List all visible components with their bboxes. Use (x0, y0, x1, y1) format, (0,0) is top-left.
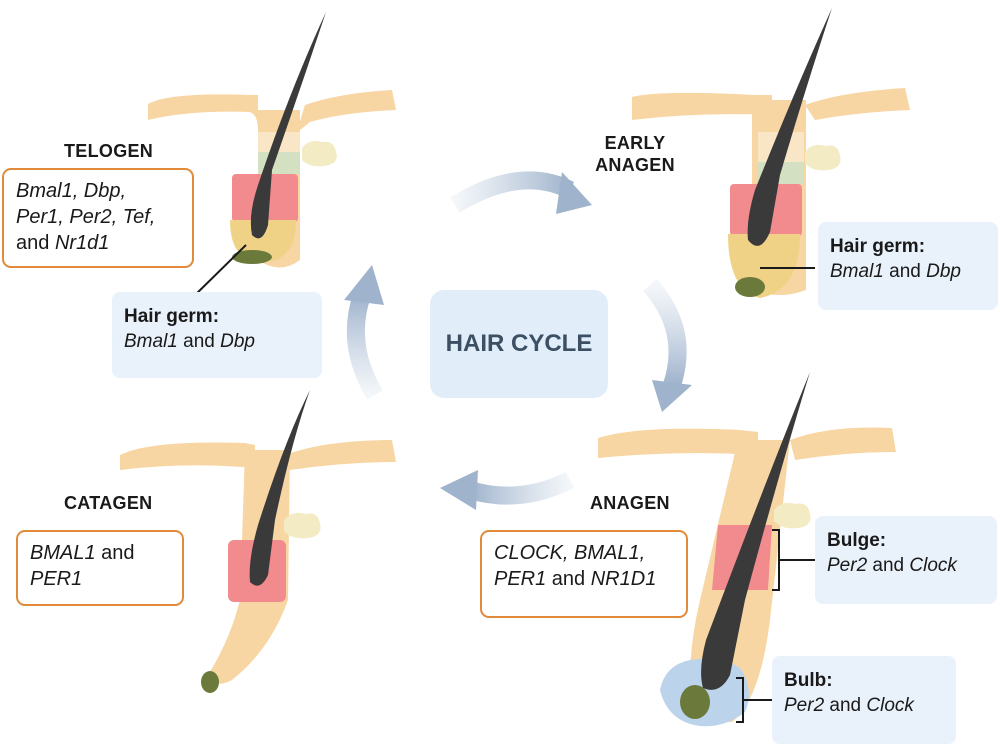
anagen-hair-shaft (701, 372, 810, 690)
anagen-bulge-callout: Bulge: Per2 and Clock (815, 516, 997, 604)
anagen-sebaceous-gland (774, 502, 811, 529)
early-anagen-hair-germ-callout: Hair germ: Bmal1 and Dbp (818, 222, 998, 310)
catagen-genes-line1: BMAL1 and (30, 542, 135, 564)
catagen-sebaceous-gland (284, 512, 321, 539)
telogen-genes-line1: Bmal1, Dbp, (16, 180, 127, 202)
telogen-genes-line2: Per1, Per2, Tef, (16, 206, 156, 228)
anagen-bulge-bracket (772, 529, 815, 591)
cycle-arrow-bottom (440, 470, 575, 510)
telogen-skin (148, 90, 396, 130)
telogen-hair-germ-label: Hair germ: (124, 306, 220, 327)
early-anagen-hair-germ-label: Hair germ: (830, 236, 926, 257)
anagen-genes-line2: PER1 and NR1D1 (494, 568, 657, 590)
cycle-arrow-right (643, 279, 692, 412)
early-anagen-title: EARLY ANAGEN (595, 133, 675, 175)
cycle-arrow-top (450, 171, 592, 214)
telogen-gene-box: Bmal1, Dbp, Per1, Per2, Tef, and Nr1d1 (2, 168, 194, 268)
hair-cycle-title: HAIR CYCLE (445, 330, 593, 357)
hair-cycle-center-label: HAIR CYCLE (430, 290, 608, 398)
early-anagen-hair-shaft (747, 8, 832, 246)
telogen-hair-germ-callout: Hair germ: Bmal1 and Dbp (112, 292, 322, 378)
catagen-follicle (120, 390, 396, 693)
telogen-follicle (148, 12, 396, 301)
early-anagen-follicle (632, 8, 910, 298)
catagen-hair-shaft (249, 390, 310, 586)
anagen-bulb-callout: Bulb: Per2 and Clock (772, 656, 956, 744)
anagen-follicle (598, 372, 896, 727)
telogen-sebaceous-gland (302, 140, 337, 167)
telogen-title: TELOGEN (64, 141, 154, 161)
anagen-gene-box: CLOCK, BMAL1, PER1 and NR1D1 (480, 530, 688, 618)
anagen-genes-line1: CLOCK, BMAL1, (494, 542, 646, 564)
anagen-bulge-label: Bulge: (827, 530, 887, 551)
telogen-hair-shaft (250, 12, 326, 239)
catagen-title: CATAGEN (64, 493, 153, 513)
cycle-arrow-left (344, 265, 384, 400)
anagen-bulb-label: Bulb: (784, 670, 833, 691)
catagen-gene-box: BMAL1 and PER1 (16, 530, 184, 606)
catagen-genes-line2: PER1 (30, 568, 83, 590)
telogen-genes-line3: and Nr1d1 (16, 232, 110, 254)
anagen-title: ANAGEN (590, 493, 670, 513)
anagen-bulb-bracket (736, 677, 772, 723)
early-anagen-sebaceous-gland (805, 144, 841, 171)
